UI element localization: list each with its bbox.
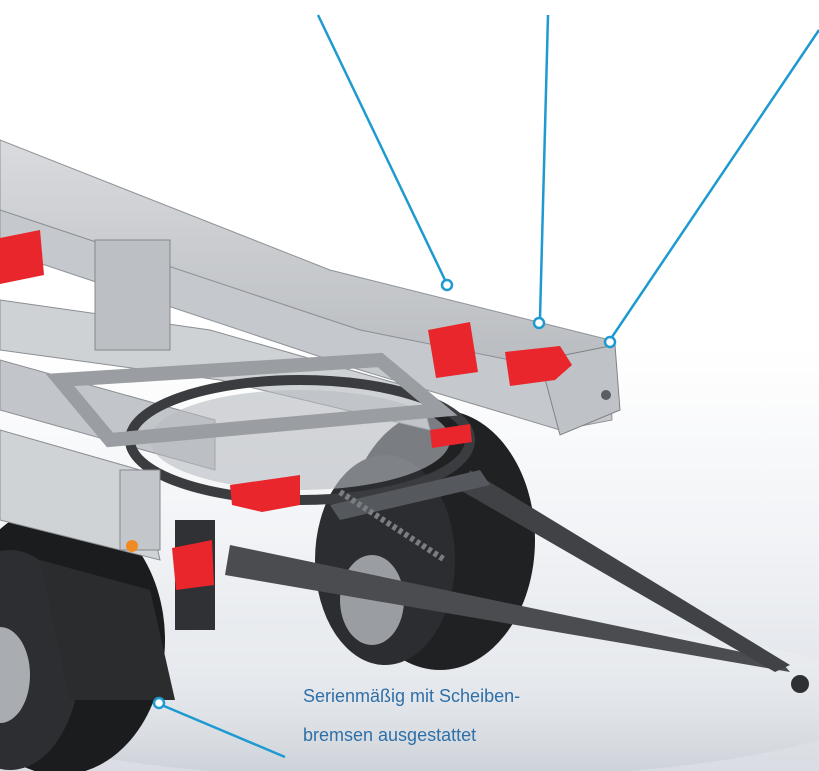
caption-line-1: Serienmäßig mit Scheiben- bbox=[303, 686, 521, 706]
floor-shadow bbox=[0, 620, 819, 771]
caption-line-2: bremsen ausgestattet bbox=[303, 725, 477, 745]
inner-frame bbox=[45, 352, 458, 448]
post-front bbox=[119, 469, 161, 551]
callout-lines bbox=[152, 14, 819, 759]
callout-marker-1 bbox=[440, 278, 454, 292]
callout-marker-2 bbox=[532, 316, 546, 330]
rear-bolt bbox=[601, 390, 611, 400]
red-lashing-points bbox=[0, 230, 572, 590]
callout-marker-brakes bbox=[152, 696, 166, 710]
mudguard bbox=[40, 560, 175, 700]
callout-marker-3 bbox=[603, 335, 617, 349]
drawbar bbox=[225, 470, 809, 693]
post-left bbox=[94, 239, 171, 351]
